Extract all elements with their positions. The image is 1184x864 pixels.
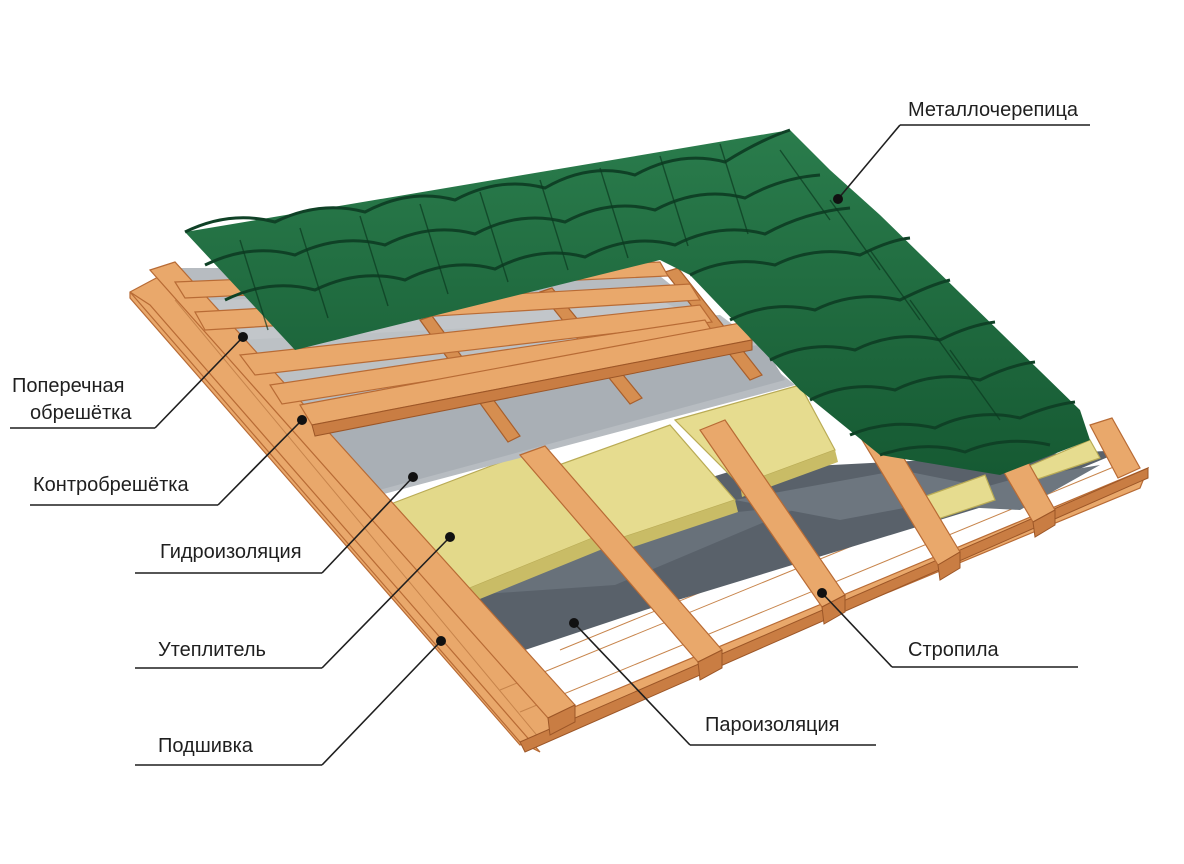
- label-cross-batten-line2: обрешётка: [30, 402, 132, 424]
- label-soffit: Подшивка: [158, 735, 254, 757]
- callout-insulation: Утеплитель: [135, 532, 455, 669]
- label-waterproofing: Гидроизоляция: [160, 541, 302, 563]
- marker-dot: [833, 194, 843, 204]
- callout-rafters: Стропила: [817, 588, 1078, 668]
- label-metal-tile: Металлочерепица: [908, 99, 1079, 121]
- label-vapor-barrier: Пароизоляция: [705, 714, 840, 736]
- marker-dot: [569, 618, 579, 628]
- label-insulation: Утеплитель: [158, 639, 266, 661]
- metal-tile-roofing: [184, 128, 1090, 475]
- callout-cross-batten: Поперечная обрешётка: [10, 332, 248, 429]
- rafters: [148, 261, 1141, 736]
- label-cross-batten-line1: Поперечная: [12, 375, 124, 397]
- marker-dot: [445, 532, 455, 542]
- callout-vapor-barrier: Пароизоляция: [569, 618, 876, 746]
- marker-dot: [297, 415, 307, 425]
- marker-dot: [238, 332, 248, 342]
- callout-soffit: Подшивка: [135, 636, 446, 766]
- callout-metal-tile: Металлочерепица: [833, 99, 1090, 204]
- callout-counter-batten: Контробрешётка: [30, 415, 307, 506]
- callout-waterproofing: Гидроизоляция: [135, 472, 418, 574]
- label-rafters: Стропила: [908, 639, 1000, 661]
- label-counter-batten: Контробрешётка: [33, 474, 189, 496]
- marker-dot: [817, 588, 827, 598]
- marker-dot: [408, 472, 418, 482]
- marker-dot: [436, 636, 446, 646]
